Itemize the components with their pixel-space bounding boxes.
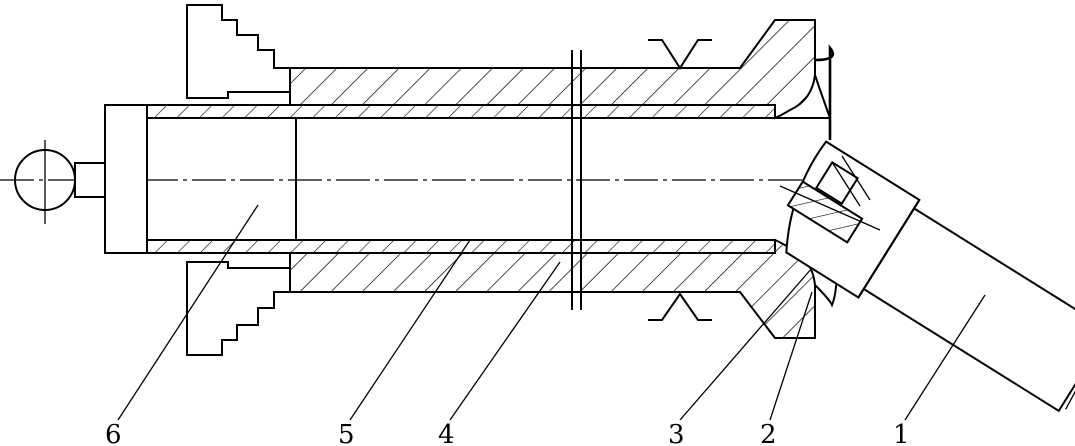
- label-tool-holder: 1: [893, 420, 910, 446]
- tube-wall-upper: [289, 19, 816, 120]
- chuck-jaw-lower: [186, 261, 291, 356]
- label-tube: 4: [438, 420, 455, 446]
- lip-upper: [775, 74, 831, 119]
- lip-upper-edge: [814, 44, 835, 140]
- weld-mark-lower: [648, 292, 712, 321]
- liner-lower: [146, 239, 776, 254]
- label-bearing: 2: [760, 420, 777, 446]
- mandrel-body: [104, 104, 300, 254]
- chuck-jaw-upper: [186, 4, 291, 99]
- roller-assembly: [779, 155, 881, 244]
- label-roller: 3: [668, 420, 685, 446]
- liner-upper: [146, 104, 776, 119]
- weld-mark-upper: [648, 39, 712, 70]
- break-line: [571, 50, 582, 310]
- label-chuck: 6: [105, 420, 122, 446]
- label-liner: 5: [338, 420, 355, 446]
- handle-ball: [14, 140, 106, 224]
- tube-wall-lower: [289, 238, 816, 339]
- leader-lines: [117, 204, 986, 421]
